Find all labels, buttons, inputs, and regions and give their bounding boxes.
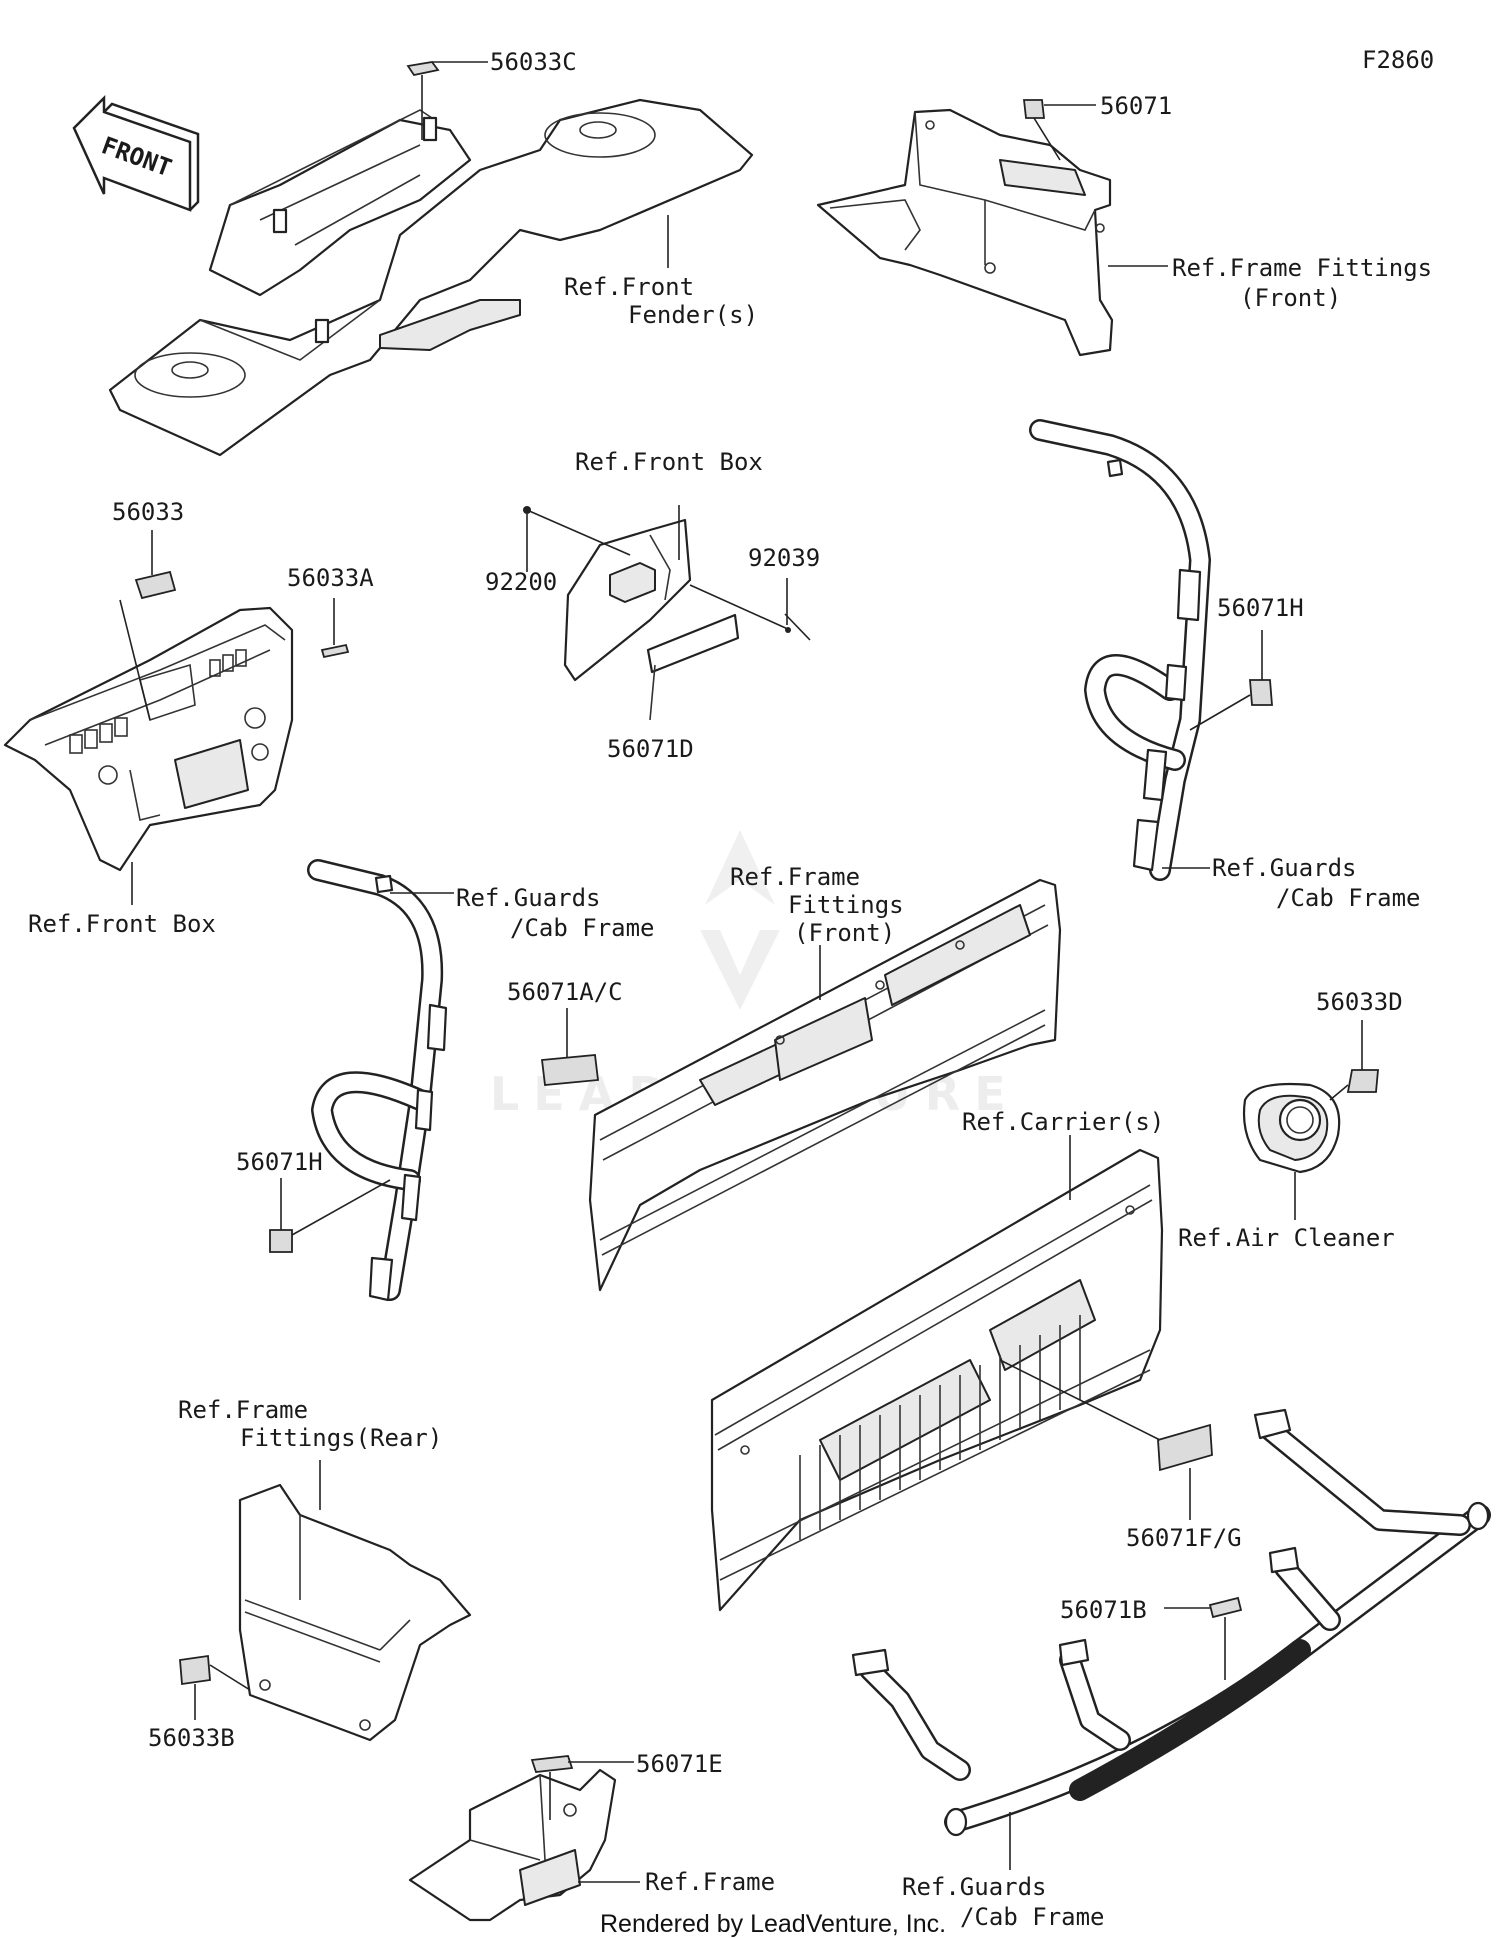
label-56071E: 56071E xyxy=(636,1750,723,1778)
label-92200: 92200 xyxy=(485,568,557,596)
decal-56071 xyxy=(1022,99,1096,161)
label-ref-carriers: Ref.Carrier(s) xyxy=(962,1108,1164,1136)
label-56071B: 56071B xyxy=(1060,1596,1147,1624)
decal-56033A xyxy=(320,598,350,659)
label-ref-guards-cab-right-line2: /Cab Frame xyxy=(1276,884,1421,912)
label-56071H-left: 56071H xyxy=(236,1148,323,1176)
decal-56071H-right xyxy=(1189,630,1273,731)
label-ref-frame-fittings-front-mid-line1: Ref.Frame xyxy=(730,863,860,891)
front-arrow-icon: FRONT xyxy=(72,94,200,212)
label-ref-frame: Ref.Frame xyxy=(645,1868,775,1896)
air-cleaner-cover xyxy=(1242,1082,1341,1174)
decal-56033 xyxy=(119,530,177,721)
label-56071F-G: 56071F/G xyxy=(1126,1524,1242,1552)
label-ref-front-fender-line1: Ref.Front xyxy=(564,273,694,301)
decal-56071H-left xyxy=(269,1178,391,1253)
frame-fittings-front-top xyxy=(816,108,1114,357)
front-box-lid xyxy=(563,518,740,721)
pin-92039 xyxy=(689,578,811,641)
decal-56071F-G xyxy=(999,1359,1213,1520)
screw-92200 xyxy=(523,506,631,572)
label-56033C: 56033C xyxy=(490,48,577,76)
diagram-id: F2860 xyxy=(1362,46,1434,74)
frame-fittings-rear xyxy=(238,1483,472,1742)
rear-bumper-guard xyxy=(851,1408,1491,1837)
label-ref-front-box-mid: Ref.Front Box xyxy=(575,448,763,476)
decal-56071B xyxy=(1164,1596,1243,1680)
frame-fittings-front-panel xyxy=(588,878,1062,1292)
label-92039: 92039 xyxy=(748,544,820,572)
decal-56071E xyxy=(530,1755,634,1820)
decal-56033B xyxy=(179,1654,251,1720)
decal-56071A-C xyxy=(540,1008,600,1086)
label-ref-frame-fittings-front-top-line2: (Front) xyxy=(1240,284,1341,312)
label-ref-frame-fittings-rear-line1: Ref.Frame xyxy=(178,1396,308,1424)
cab-frame-guard-right xyxy=(1029,419,1211,881)
render-credit: Rendered by LeadVenture, Inc. xyxy=(600,1910,946,1938)
label-56033D: 56033D xyxy=(1316,988,1403,1016)
label-ref-frame-fittings-front-top-line1: Ref.Frame Fittings xyxy=(1172,254,1432,282)
label-ref-guards-cab-left-line1: Ref.Guards xyxy=(456,884,601,912)
front-fender-assembly xyxy=(108,98,754,457)
dashboard-front-box xyxy=(3,606,294,872)
label-56033: 56033 xyxy=(112,498,184,526)
carrier-tailgate xyxy=(710,1148,1164,1612)
label-ref-guards-cab-right-line1: Ref.Guards xyxy=(1212,854,1357,882)
decal-56033C xyxy=(406,61,488,140)
label-56071A-C: 56071A/C xyxy=(507,978,623,1006)
label-ref-guards-cab-left-line2: /Cab Frame xyxy=(510,914,655,942)
label-ref-front-fender-line2: Fender(s) xyxy=(628,301,758,329)
cab-frame-guard-left xyxy=(307,859,448,1302)
label-ref-frame-fittings-rear-line2: Fittings(Rear) xyxy=(240,1424,442,1452)
label-56033A: 56033A xyxy=(287,564,374,592)
decal-56033D xyxy=(1329,1020,1379,1101)
label-56071H-right: 56071H xyxy=(1217,594,1304,622)
label-ref-guards-cab-bottom-line2: /Cab Frame xyxy=(960,1903,1105,1931)
label-ref-front-box-left: Ref.Front Box xyxy=(28,910,216,938)
frame-rear xyxy=(408,1768,617,1922)
label-56071D: 56071D xyxy=(607,735,694,763)
label-ref-frame-fittings-front-mid-line3: (Front) xyxy=(794,919,895,947)
label-ref-guards-cab-bottom-line1: Ref.Guards xyxy=(902,1873,1047,1901)
label-56071: 56071 xyxy=(1100,92,1172,120)
label-ref-air-cleaner: Ref.Air Cleaner xyxy=(1178,1224,1395,1252)
label-56033B: 56033B xyxy=(148,1724,235,1752)
tailgate-ribs xyxy=(799,1315,1081,1540)
label-ref-frame-fittings-front-mid-line2: Fittings xyxy=(788,891,904,919)
